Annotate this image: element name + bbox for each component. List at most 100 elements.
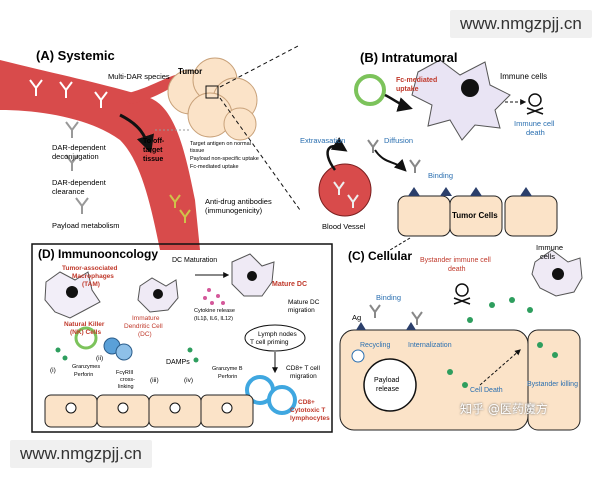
cd8-label-1: CD8+ bbox=[298, 399, 315, 406]
blood-vessel-label: Blood Vessel bbox=[322, 222, 366, 231]
step-iii-label: (iii) bbox=[150, 377, 159, 384]
cd8-label-2: Cytotoxic T bbox=[290, 407, 325, 414]
panel-c: (C) Cellular Bystander immune cell death… bbox=[339, 243, 583, 431]
c-skull-icon bbox=[453, 283, 471, 305]
recycling-vesicle bbox=[351, 349, 365, 363]
imm-dc-label-2: Dendritic Cell bbox=[124, 323, 163, 330]
blood-vessel-circle bbox=[318, 163, 372, 217]
off-target-label-3: tissue bbox=[143, 156, 163, 163]
dc-migration-label-1: Mature DC bbox=[288, 299, 320, 306]
deconj-label-1: DAR-dependent bbox=[52, 143, 107, 152]
t-migration-label-2: migration bbox=[290, 373, 317, 380]
vessel-branch bbox=[120, 75, 180, 104]
tam-label-3: (TAM) bbox=[82, 281, 100, 288]
nk-cell bbox=[74, 326, 98, 350]
bullet-2: Payload non-specific uptake bbox=[190, 156, 259, 162]
panel-b-title: (B) Intratumoral bbox=[360, 50, 458, 65]
immune-cell-shape bbox=[411, 59, 511, 141]
granzymes-label-2: Perforin bbox=[74, 372, 93, 378]
clearance-label-2: clearance bbox=[52, 187, 85, 196]
bystander-arrow bbox=[479, 349, 521, 386]
tam-nucleus bbox=[66, 286, 78, 298]
immune-cells-label: Immune cells bbox=[500, 72, 547, 81]
antibody-icons bbox=[29, 79, 108, 108]
mature-dc-label: Mature DC bbox=[272, 281, 307, 288]
tumor-cloud bbox=[167, 57, 258, 141]
c-immune-nucleus bbox=[552, 268, 564, 280]
t-migration-label-1: CD8+ T cell bbox=[286, 365, 320, 372]
granzyme-b-label-1: Granzyme B bbox=[212, 366, 243, 372]
mature-dc-nucleus bbox=[247, 271, 257, 281]
bystander-death-label-1: Bystander immune cell bbox=[420, 257, 491, 264]
zoom-box bbox=[205, 85, 219, 99]
tam-label-2: Macrophages bbox=[72, 273, 114, 280]
payload-metab-label: Payload metabolism bbox=[52, 221, 120, 230]
panel-d-border bbox=[31, 243, 333, 433]
vessel-antibodies bbox=[333, 181, 359, 208]
step-iv-label: (iv) bbox=[184, 377, 193, 384]
endosome bbox=[363, 358, 417, 412]
fcr-label-2: cross- bbox=[120, 377, 135, 383]
fcr-label-3: linking bbox=[118, 384, 134, 390]
c-immune-label-2: cells bbox=[540, 252, 555, 261]
multi-dar-label: Multi-DAR species bbox=[108, 72, 170, 81]
step-ii-label: (ii) bbox=[96, 355, 103, 362]
watermark-bottom: www.nmgzpjj.cn bbox=[10, 440, 152, 468]
bystander-killing-label: Bystander killing bbox=[527, 381, 578, 388]
bystander-death-label-2: death bbox=[448, 266, 466, 273]
bullet-1: Target antigen on normal bbox=[190, 141, 251, 147]
step-i-label: (i) bbox=[50, 367, 56, 374]
diffusion-antibodies bbox=[367, 139, 421, 173]
c-antibodies bbox=[369, 304, 423, 325]
cd8-label-3: lymphocytes bbox=[290, 415, 330, 422]
ada-icons bbox=[169, 194, 191, 223]
fcr-cell-2 bbox=[115, 343, 133, 361]
cytokine-label-2: (IL1β, IL6, IL12) bbox=[194, 316, 233, 322]
tam-label-1: Tumor-associated bbox=[62, 265, 118, 272]
imm-dc-label-3: (DC) bbox=[138, 331, 152, 338]
panel-b: (B) Intratumoral Fc-mediated uptake Immu… bbox=[300, 50, 558, 251]
deconj-antibody-icon bbox=[65, 121, 89, 214]
off-target-label-1: To off- bbox=[143, 138, 165, 145]
granzyme-b-label-2: Perforin bbox=[218, 374, 237, 380]
dc-maturation-label: DC Maturation bbox=[172, 257, 217, 264]
ada-label-2: (immunogenicity) bbox=[205, 206, 263, 215]
nk-label-1: Natural Killer bbox=[64, 321, 105, 328]
panel-d-title: (D) Immunooncology bbox=[38, 247, 158, 261]
d-payload-stars bbox=[55, 347, 199, 363]
tumor-label: Tumor bbox=[178, 67, 202, 76]
c-payload-stars bbox=[447, 297, 558, 388]
cytokine-dots bbox=[203, 288, 225, 305]
bullet-1b: tissue bbox=[190, 148, 204, 154]
lymph-node-ellipse bbox=[244, 324, 306, 352]
blood-vessel-band bbox=[0, 60, 200, 250]
granzymes-label-1: Granzymes bbox=[72, 364, 100, 370]
tumor-cells-label: Tumor Cells bbox=[452, 211, 498, 220]
diffusion-arrow bbox=[374, 149, 407, 172]
cd8-cell-2 bbox=[267, 385, 297, 415]
tumor-cell-1 bbox=[397, 195, 451, 237]
panel-d: (D) Immunooncology Tumor-associated Macr… bbox=[31, 243, 333, 433]
damps-label: DAMPs bbox=[166, 359, 190, 366]
fc-cell bbox=[354, 74, 386, 106]
d-skull-icons bbox=[65, 402, 233, 414]
panel-c-title: (C) Cellular bbox=[348, 249, 412, 263]
off-target-arrow bbox=[119, 113, 154, 154]
binding-label-c: Binding bbox=[376, 293, 401, 302]
cell-death-label: Cell Death bbox=[470, 387, 503, 394]
immune-death-label-2: death bbox=[526, 128, 545, 137]
panel-a-title: (A) Systemic bbox=[36, 48, 115, 63]
zoom-line-bottom bbox=[219, 97, 301, 211]
fc-label-2: uptake bbox=[396, 86, 419, 93]
watermark-cn: 知乎 @医药魔方 bbox=[460, 402, 548, 416]
c-immune-label-1: Immune bbox=[536, 243, 563, 252]
fcr-label-1: FcγRIII bbox=[116, 370, 134, 376]
payload-label-2: release bbox=[376, 386, 399, 393]
tumor-cell-3 bbox=[504, 195, 558, 237]
extravasation-label: Extravasation bbox=[300, 136, 345, 145]
panel-a: (A) Systemic Multi-DAR species Tumor To … bbox=[0, 44, 301, 250]
immune-cell-nucleus bbox=[461, 79, 479, 97]
zoom-line-c bbox=[389, 237, 411, 251]
deconj-label-2: deconjugation bbox=[52, 152, 99, 161]
